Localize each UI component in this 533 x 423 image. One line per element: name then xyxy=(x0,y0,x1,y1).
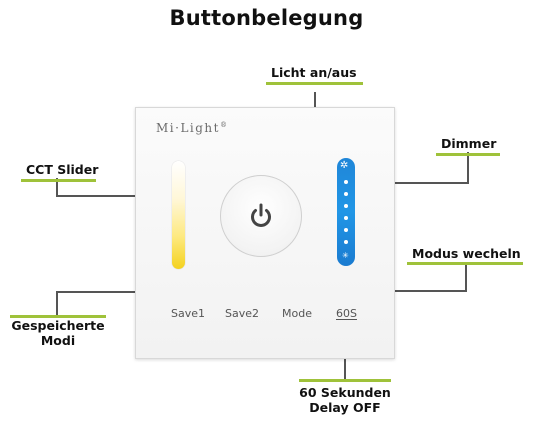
brand-logo: Mi·Light® xyxy=(156,121,228,135)
brightness-high-icon: ✲ xyxy=(340,160,349,171)
brand-name: Mi·Light xyxy=(156,121,220,135)
label-licht: Licht an/aus xyxy=(271,65,357,80)
dimmer-dot xyxy=(344,216,348,220)
label-dimmer-underline xyxy=(436,153,500,156)
label-delay-line2: Delay OFF xyxy=(309,400,381,415)
control-panel: Mi·Light® ✲ ✳ Save1 Save2 Mode 60S xyxy=(135,107,395,359)
timer-button[interactable]: 60S xyxy=(336,307,357,320)
mode-button[interactable]: Mode xyxy=(282,307,312,320)
label-modus: Modus wecheln xyxy=(412,246,521,261)
label-cct-underline xyxy=(21,179,96,182)
label-dimmer: Dimmer xyxy=(441,136,497,151)
dimmer-dot xyxy=(344,204,348,208)
dimmer-slider[interactable]: ✲ ✳ xyxy=(337,158,355,266)
label-modus-underline xyxy=(407,262,523,265)
label-gespeichert-line1: Gespeicherte xyxy=(11,318,105,333)
label-delay-underline xyxy=(299,379,391,382)
label-gespeichert-underline xyxy=(10,315,106,318)
dimmer-dot xyxy=(344,240,348,244)
dimmer-dot xyxy=(344,180,348,184)
label-delay: 60 Sekunden Delay OFF xyxy=(290,385,400,415)
save1-button[interactable]: Save1 xyxy=(171,307,205,320)
save2-button[interactable]: Save2 xyxy=(225,307,259,320)
brightness-low-icon: ✳ xyxy=(342,251,349,260)
label-gespeichert: Gespeicherte Modi xyxy=(10,318,106,348)
label-licht-underline xyxy=(266,82,363,85)
label-cct: CCT Slider xyxy=(26,162,99,177)
cct-slider[interactable] xyxy=(172,161,185,269)
power-icon xyxy=(251,203,271,227)
dimmer-dot xyxy=(344,192,348,196)
line-cct xyxy=(56,178,170,197)
brand-mark: ® xyxy=(219,121,229,129)
label-delay-line1: 60 Sekunden xyxy=(299,385,391,400)
dimmer-dot xyxy=(344,228,348,232)
label-gespeichert-line2: Modi xyxy=(40,333,76,348)
power-button[interactable] xyxy=(220,175,302,257)
page-title: Buttonbelegung xyxy=(169,6,364,30)
